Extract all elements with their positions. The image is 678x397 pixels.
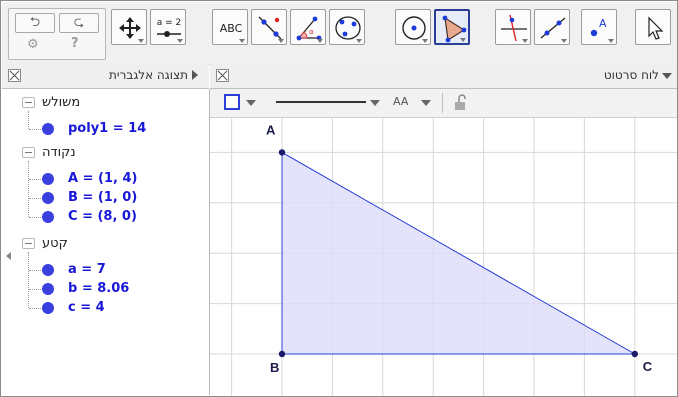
pointer-icon: [648, 16, 664, 40]
slider-icon: a = 2: [157, 18, 182, 37]
algebra-item-text: A = (1, 4): [68, 171, 138, 186]
algebra-view-title: תצוגה אלגברית: [109, 68, 188, 82]
undo-button[interactable]: ⮎: [59, 13, 99, 33]
toolbar: ⮌ ⮎ ⚙ ? a = 2 ABC: [2, 2, 677, 65]
svg-text:a = 2: a = 2: [157, 18, 182, 28]
undo-icon: ⮎: [73, 15, 85, 30]
point-label-c: C: [643, 359, 653, 374]
perpendicular-line-icon: [501, 14, 527, 42]
help-icon[interactable]: ?: [71, 36, 79, 51]
move-tool[interactable]: [111, 9, 147, 45]
redo-button[interactable]: ⮌: [15, 13, 55, 33]
perpendicular-tool[interactable]: [495, 9, 531, 45]
point-tool[interactable]: A: [581, 9, 617, 45]
svg-text:ABC: ABC: [220, 22, 243, 35]
visibility-toggle-icon[interactable]: [42, 302, 54, 314]
polygon-icon: [442, 15, 467, 43]
angle-tool[interactable]: α: [290, 9, 326, 45]
algebra-view-header: תצוגה אלגברית: [2, 64, 209, 89]
text-size-icon: AA: [393, 95, 409, 108]
algebra-item-text: c = 4: [68, 300, 105, 315]
algebra-item-text: poly1 = 14: [68, 121, 147, 136]
point-label-a: A: [266, 122, 276, 137]
line-tool[interactable]: [251, 9, 287, 45]
algebra-item-text: a = 7: [68, 262, 106, 277]
algebra-menu-arrow-icon[interactable]: [192, 70, 198, 80]
triangle-poly1[interactable]: [281, 151, 637, 355]
style-bar-separator: [442, 93, 443, 113]
graphics-view-title: לוח סרטוט: [603, 68, 659, 82]
visibility-toggle-icon[interactable]: [42, 123, 54, 135]
point-b[interactable]: [278, 350, 286, 358]
svg-text:α: α: [309, 28, 314, 36]
polygon-tool[interactable]: [434, 9, 470, 45]
graphics-style-bar: AA: [210, 89, 677, 118]
visibility-toggle-icon[interactable]: [42, 192, 54, 204]
circle-center-point-icon: [402, 16, 426, 40]
algebra-item-text: B = (1, 0): [68, 190, 138, 205]
svg-text:A: A: [599, 17, 607, 30]
color-picker-button[interactable]: [224, 94, 240, 110]
graphics-view-header: לוח סרטוט: [210, 64, 677, 89]
line-through-points-icon: [258, 16, 282, 40]
graphics-canvas[interactable]: A B C: [210, 118, 677, 396]
circle-tool[interactable]: [395, 9, 431, 45]
group-label: משולש: [42, 95, 81, 110]
point-label-b: B: [270, 360, 279, 375]
visibility-toggle-icon[interactable]: [42, 173, 54, 185]
points-layer: A B C: [266, 122, 653, 375]
collapse-icon[interactable]: [22, 238, 35, 249]
angle-icon: α: [296, 16, 322, 41]
point-c[interactable]: [631, 350, 638, 358]
algebra-item-text: b = 8.06: [68, 281, 130, 296]
conic-tool[interactable]: [329, 9, 365, 45]
point-a[interactable]: [278, 149, 286, 156]
collapse-icon[interactable]: [22, 97, 35, 108]
line-style-button[interactable]: [276, 101, 366, 103]
visibility-toggle-icon[interactable]: [42, 283, 54, 295]
point-icon: A: [590, 17, 607, 37]
conic-five-points-icon: [335, 16, 361, 40]
graphics-menu-arrow-icon[interactable]: [662, 73, 672, 79]
visibility-toggle-icon[interactable]: [42, 264, 54, 276]
undo-redo-panel: ⮌ ⮎ ⚙ ?: [8, 8, 106, 60]
line-style-dropdown-icon[interactable]: [370, 100, 380, 106]
gear-icon[interactable]: ⚙: [27, 37, 39, 52]
close-algebra-view-icon[interactable]: [8, 69, 21, 82]
lock-icon[interactable]: [454, 94, 468, 112]
algebra-item-text: C = (8, 0): [68, 209, 137, 224]
text-tool[interactable]: ABC: [212, 9, 248, 45]
text-size-button[interactable]: AA: [393, 95, 408, 108]
text-icon: ABC: [220, 22, 243, 35]
pointer-tool[interactable]: [635, 9, 671, 45]
close-graphics-view-icon[interactable]: [216, 69, 229, 82]
visibility-toggle-icon[interactable]: [42, 211, 54, 223]
collapse-icon[interactable]: [22, 147, 35, 158]
group-label: נקודה: [42, 145, 76, 160]
algebra-view: משולש poly1 = 14 נקודה A = (1, 4) B = (1…: [2, 89, 210, 395]
segment-tool[interactable]: [534, 9, 570, 45]
text-size-dropdown-icon[interactable]: [421, 100, 431, 106]
slider-tool[interactable]: a = 2: [150, 9, 186, 45]
line-icon: [540, 17, 566, 39]
redo-icon: ⮌: [29, 15, 41, 30]
collapse-handle-icon[interactable]: [6, 252, 11, 260]
group-label: קטע: [42, 236, 68, 251]
color-dropdown-icon[interactable]: [246, 100, 256, 106]
move-arrows-icon: [119, 17, 141, 39]
